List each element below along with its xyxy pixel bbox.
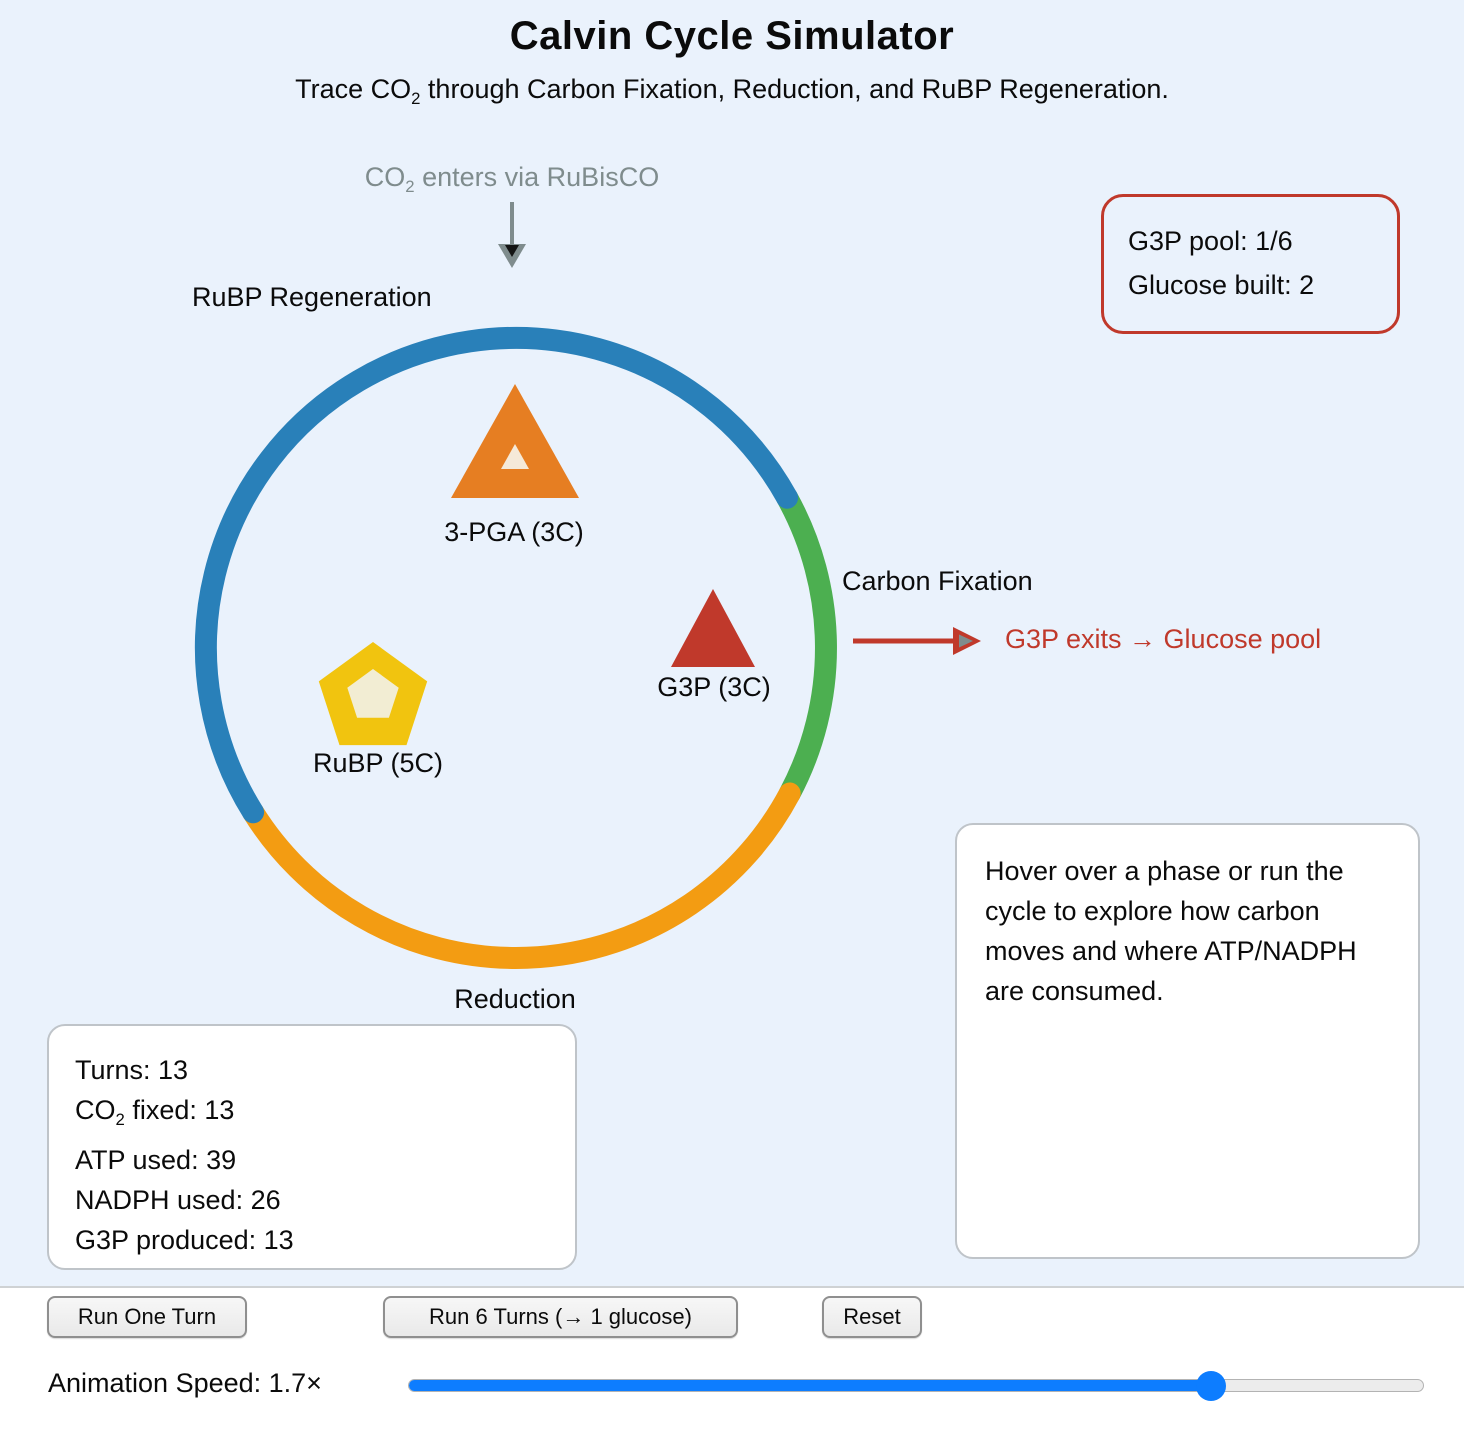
pga-label: 3-PGA (3C) xyxy=(444,517,584,547)
g3p-exit-arrowhead-inner xyxy=(959,634,973,648)
g3p-exit-arrow xyxy=(853,627,981,655)
pga-inner-triangle xyxy=(501,444,529,469)
info-box: Hover over a phase or run the cycle to e… xyxy=(955,823,1420,1259)
co2-subscript: 2 xyxy=(405,176,415,196)
rubp-pentagon-icon xyxy=(318,642,428,746)
speed-slider-thumb-layer xyxy=(408,1370,1424,1401)
co2-enters-annotation: CO2 enters via RuBisCO xyxy=(365,162,659,197)
g3p-exit-arrowhead-icon xyxy=(953,627,981,655)
subtitle-subscript: 2 xyxy=(411,88,421,108)
stat-atp-used: ATP used: 39 xyxy=(75,1144,237,1175)
run-one-turn-button[interactable]: Run One Turn xyxy=(47,1296,247,1338)
co2-text: CO xyxy=(364,162,406,192)
co2-arrowhead-tip xyxy=(505,245,519,257)
phase-arc-carbon-fixation[interactable] xyxy=(776,486,837,805)
g3p-triangle-icon xyxy=(671,589,755,667)
g3p-exit-label: G3P exits → Glucose pool xyxy=(1005,624,1322,654)
page-title: Calvin Cycle Simulator xyxy=(509,14,955,58)
co2-arrowhead-icon xyxy=(498,244,526,268)
stat-g3p-produced: G3P produced: 13 xyxy=(75,1224,294,1255)
co2-text-rest: enters via RuBisCO xyxy=(414,162,660,192)
phase-label-reduction: Reduction xyxy=(454,984,576,1014)
subtitle-text-rest: through Carbon Fixation, Reduction, and … xyxy=(420,74,1169,104)
g3p-label: G3P (3C) xyxy=(657,672,771,702)
co2-arrow xyxy=(498,202,526,268)
stat-co2-text-rest: fixed: 13 xyxy=(124,1095,235,1125)
page-subtitle: Trace CO2 through Carbon Fixation, Reduc… xyxy=(0,74,1464,109)
pga-triangle-icon xyxy=(451,384,579,498)
g3p-pool-value: G3P pool: 1/6 xyxy=(1128,226,1293,256)
phase-arc-rubp-regeneration[interactable] xyxy=(194,326,799,824)
phase-label-rubp-regeneration: RuBP Regeneration xyxy=(192,282,432,312)
stat-co2-text: CO xyxy=(75,1095,116,1125)
speed-slider-fill xyxy=(409,1380,1211,1391)
animation-speed-label: Animation Speed: 1.7× xyxy=(48,1368,322,1398)
stats-box: Turns: 13 CO2 fixed: 13 ATP used: 39 NAD… xyxy=(47,1024,577,1270)
phase-label-carbon-fixation: Carbon Fixation xyxy=(842,566,1033,596)
run-six-turns-button[interactable]: Run 6 Turns (→ 1 glucose) xyxy=(383,1296,738,1338)
rubp-label: RuBP (5C) xyxy=(312,748,444,778)
rubp-inner-pentagon xyxy=(347,669,399,718)
speed-slider[interactable] xyxy=(408,1379,1424,1392)
glucose-pool-box: G3P pool: 1/6 Glucose built: 2 xyxy=(1101,194,1400,334)
glucose-built-value: Glucose built: 2 xyxy=(1128,270,1315,300)
stat-co2-subscript: 2 xyxy=(115,1109,125,1129)
stat-turns: Turns: 13 xyxy=(75,1055,189,1085)
subtitle-text: Trace CO xyxy=(295,74,412,104)
stat-co2-fixed: CO2 fixed: 13 xyxy=(75,1090,555,1140)
speed-slider-thumb[interactable] xyxy=(1195,1370,1226,1401)
stat-nadph-used: NADPH used: 26 xyxy=(75,1184,281,1215)
phase-arc-reduction[interactable] xyxy=(242,782,801,969)
info-message: Hover over a phase or run the cycle to e… xyxy=(985,856,1357,1006)
reset-button[interactable]: Reset xyxy=(822,1296,922,1338)
